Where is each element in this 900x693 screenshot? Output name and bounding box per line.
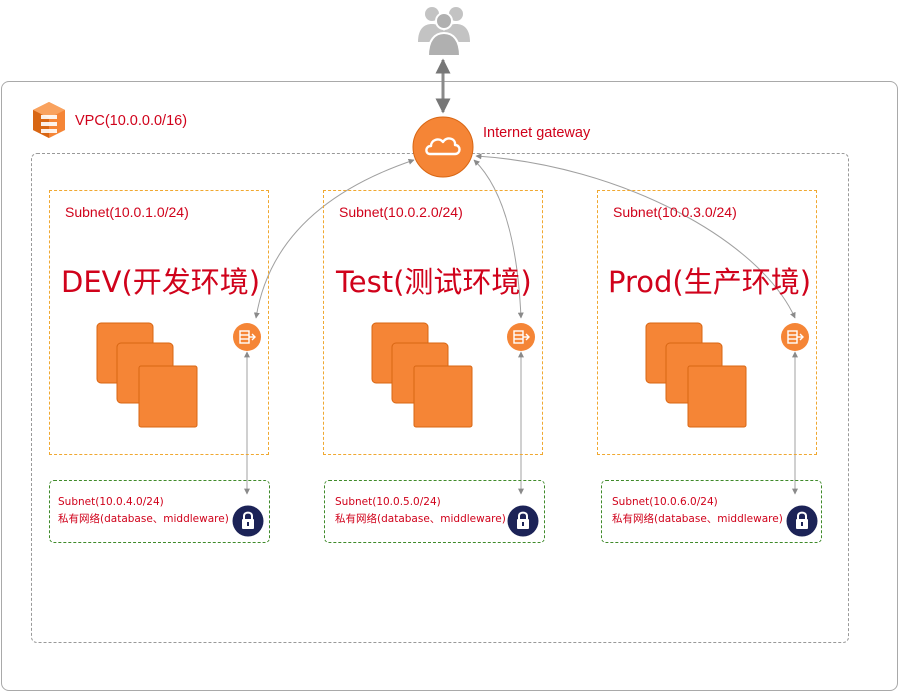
vpc-label: VPC(10.0.0.0/16) (75, 113, 188, 129)
test-public-subnet (323, 190, 543, 455)
gateway-to-dev-link (253, 158, 415, 319)
ec2-instances-icon (371, 322, 473, 428)
internet-gateway-label: Internet gateway (483, 125, 591, 141)
lock-icon (786, 505, 818, 537)
dev-private-subnet (49, 480, 270, 543)
ec2-instances-icon (96, 322, 198, 428)
lock-icon (232, 505, 264, 537)
prod-private-subnet-label: Subnet(10.0.6.0/24) (612, 496, 718, 508)
router-icon[interactable] (780, 322, 810, 352)
prod-environment-title: Prod(生产环境) (608, 265, 812, 299)
dev-public-subnet (49, 190, 269, 455)
test-private-subnet-desc: 私有网络(database、middleware) (335, 513, 506, 525)
prod-subnet-label: Subnet(10.0.3.0/24) (613, 204, 737, 220)
test-private-subnet (324, 480, 545, 543)
prod-private-subnet (601, 480, 822, 543)
test-subnet-label: Subnet(10.0.2.0/24) (339, 204, 463, 220)
dev-environment-title: DEV(开发环境) (61, 265, 261, 299)
ec2-instances-icon (645, 322, 747, 428)
internet-gateway-icon[interactable] (412, 116, 474, 178)
vpc-icon (33, 102, 65, 138)
test-private-subnet-label: Subnet(10.0.5.0/24) (335, 496, 441, 508)
gateway-to-prod-link (475, 153, 796, 319)
dev-private-subnet-label: Subnet(10.0.4.0/24) (58, 496, 164, 508)
prod-public-subnet (597, 190, 817, 455)
dev-subnet-label: Subnet(10.0.1.0/24) (65, 204, 189, 220)
prod-private-subnet-desc: 私有网络(database、middleware) (612, 513, 783, 525)
users-icon (418, 7, 470, 56)
dev-private-subnet-desc: 私有网络(database、middleware) (58, 513, 229, 525)
router-icon[interactable] (506, 322, 536, 352)
lock-icon (507, 505, 539, 537)
router-icon[interactable] (232, 322, 262, 352)
test-environment-title: Test(测试环境) (336, 265, 532, 299)
